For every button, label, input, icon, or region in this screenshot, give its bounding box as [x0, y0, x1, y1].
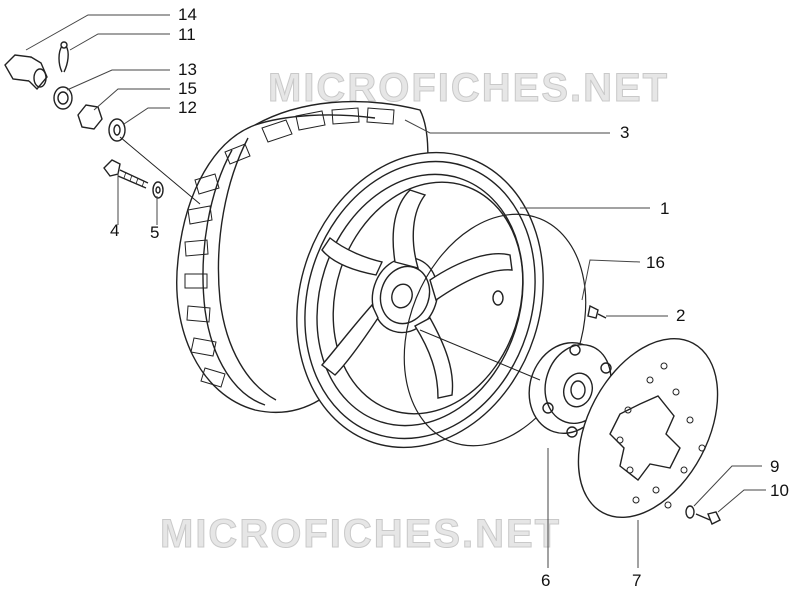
- washer-12: [108, 118, 126, 142]
- callout-4: 4: [110, 221, 120, 240]
- brake-disc: [577, 337, 719, 519]
- callout-16: 16: [646, 253, 665, 272]
- screw-2: [587, 304, 607, 319]
- axle-screw-4: [103, 159, 149, 189]
- nut-15: [77, 104, 103, 130]
- watermark-bottom: MICROFICHES.NET: [159, 512, 562, 557]
- wheel-rim: [296, 151, 544, 449]
- callout-3: 3: [620, 123, 630, 142]
- callout-13: 13: [178, 60, 197, 79]
- bolt-10: [695, 511, 721, 525]
- leader-lines: [25, 14, 766, 568]
- callout-9: 9: [770, 457, 780, 476]
- washer-5: [152, 181, 164, 199]
- callout-11: 11: [178, 25, 196, 44]
- callout-2: 2: [676, 306, 686, 325]
- callout-5: 5: [150, 223, 160, 242]
- washer-9: [685, 505, 695, 519]
- callout-7: 7: [632, 571, 642, 590]
- callout-14: 14: [178, 5, 197, 24]
- callout-15: 15: [178, 79, 197, 98]
- axle-nut-14: [4, 54, 48, 91]
- callout-10: 10: [770, 481, 789, 500]
- callout-6: 6: [541, 571, 551, 590]
- callout-12: 12: [178, 98, 197, 117]
- cotter-pin-11: [58, 41, 69, 73]
- callout-1: 1: [660, 199, 670, 218]
- nut-retainer-13: [53, 86, 73, 110]
